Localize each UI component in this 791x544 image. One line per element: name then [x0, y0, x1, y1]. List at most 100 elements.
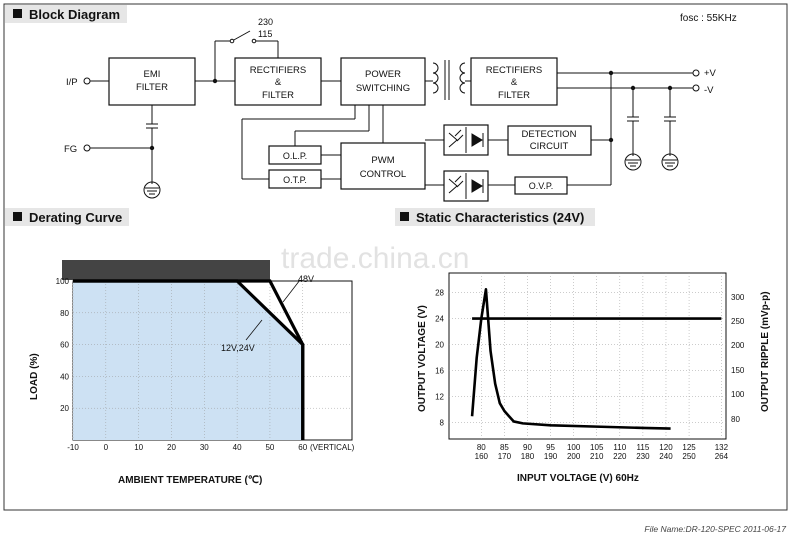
static-y-left-tick: 16 — [435, 367, 444, 376]
ip-label: I/P — [66, 77, 78, 88]
static-xlabel: INPUT VOLTAGE (V) 60Hz — [517, 473, 639, 484]
static-ylabel-right: OUTPUT RIPPLE (mVp-p) — [760, 291, 771, 412]
fosc-label: fosc : 55KHz — [680, 13, 737, 24]
ground-icon-out-2 — [661, 153, 679, 171]
derating-ylabel: LOAD (%) — [29, 353, 40, 400]
static-y-right-tick: 250 — [731, 317, 745, 326]
switch-230-label: 230 — [258, 17, 273, 27]
derating-vertical-note: (VERTICAL) — [310, 443, 355, 452]
static-y-right-tick: 80 — [731, 415, 740, 424]
static-x-tick-top: 105 — [590, 443, 604, 452]
static-x-tick-top: 120 — [659, 443, 673, 452]
static-x-tick-top: 80 — [477, 443, 486, 452]
fg-terminal — [83, 144, 91, 152]
derating-label-12v: 12V,24V — [221, 343, 255, 353]
olp-label: O.L.P. — [283, 151, 307, 161]
static-plot-frame — [448, 272, 727, 440]
switch-contact-2 — [251, 38, 257, 44]
detection-label-1: DETECTION — [522, 129, 577, 140]
derating-x-tick-label: 30 — [200, 443, 209, 452]
derating-dark-header-band — [62, 260, 270, 280]
derating-x-tick-label: -10 — [67, 443, 79, 452]
static-header-bg — [395, 208, 595, 226]
page-border — [3, 3, 788, 511]
static-x-tick-top: 132 — [715, 443, 729, 452]
power-switching-block — [340, 57, 426, 106]
static-x-tick-bottom: 200 — [567, 452, 581, 461]
pwm-control-block — [340, 142, 426, 190]
section-bullet-icon — [400, 212, 409, 221]
ground-icon-out-1 — [624, 153, 642, 171]
static-series-line — [470, 287, 671, 430]
rect2-label-1: RECTIFIERS — [486, 65, 542, 76]
block-diagram-title: Block Diagram — [29, 7, 120, 22]
static-section: Static Characteristics (24V) 80160851709… — [395, 208, 771, 484]
pos-terminal — [692, 69, 700, 77]
rectifiers-filter-block-2 — [470, 57, 558, 106]
transformer-icon — [432, 60, 466, 100]
detection-label-2: CIRCUIT — [530, 141, 569, 152]
static-x-tick-bottom: 240 — [659, 452, 673, 461]
derating-series-line — [73, 279, 305, 440]
section-bullet-icon — [13, 212, 22, 221]
static-x-tick-bottom: 170 — [498, 452, 512, 461]
footer-file-name: File Name:DR-120-SPEC 2011-06-17 — [644, 524, 786, 534]
static-y-left-tick: 20 — [435, 341, 444, 350]
ip-terminal — [83, 77, 91, 85]
power-label-1: POWER — [365, 69, 401, 80]
derating-leader-12v — [245, 319, 263, 341]
static-y-left-tick: 24 — [435, 315, 444, 324]
derating-xlabel: AMBIENT TEMPERATURE (℃) — [118, 475, 262, 486]
power-label-2: SWITCHING — [356, 83, 410, 94]
emi-label-2: FILTER — [136, 82, 168, 93]
static-x-tick-bottom: 220 — [613, 452, 627, 461]
derating-header-bg — [5, 208, 129, 226]
derating-x-tick-label: 60 — [298, 443, 307, 452]
static-y-right-tick: 100 — [731, 390, 745, 399]
static-x-tick-top: 85 — [500, 443, 509, 452]
static-x-tick-bottom: 180 — [521, 452, 535, 461]
block-diagram: Block Diagram fosc : 55KHz EMI FILTER RE… — [5, 5, 737, 202]
derating-x-tick-label: 40 — [233, 443, 242, 452]
static-x-tick-bottom: 264 — [715, 452, 729, 461]
pwm-label-1: PWM — [371, 155, 394, 166]
switch-115-label: 115 — [258, 29, 272, 39]
emi-label-1: EMI — [144, 69, 161, 80]
derating-x-tick-label: 0 — [104, 443, 109, 452]
rect2-label-2: & — [511, 77, 518, 88]
static-x-tick-top: 110 — [613, 443, 626, 452]
static-x-tick-top: 115 — [637, 443, 650, 452]
static-x-tick-bottom: 210 — [590, 452, 604, 461]
derating-label-48v: 48V — [298, 274, 314, 284]
fg-label: FG — [64, 144, 77, 155]
section-bullet-icon — [13, 9, 22, 18]
derating-y-tick-label: 20 — [60, 404, 69, 413]
output-pos-label: +V — [704, 68, 717, 79]
derating-leader-48v — [282, 279, 301, 303]
static-x-tick-bottom: 250 — [682, 452, 696, 461]
static-title: Static Characteristics (24V) — [416, 210, 584, 225]
static-x-tick-bottom: 230 — [636, 452, 650, 461]
static-x-tick-top: 90 — [523, 443, 532, 452]
block-diagram-header-bg — [5, 5, 127, 23]
static-y-left-tick: 28 — [435, 289, 444, 298]
static-x-tick-bottom: 160 — [475, 452, 489, 461]
derating-y-tick-label: 100 — [56, 277, 70, 286]
static-plot: 8016085170901809519010020010521011022011… — [435, 272, 745, 461]
static-ylabel-left: OUTPUT VOLTAGE (V) — [417, 305, 428, 412]
derating-x-tick-label: 20 — [167, 443, 176, 452]
derating-x-tick-label: 10 — [134, 443, 143, 452]
rect2-label-3: FILTER — [498, 90, 530, 101]
static-x-tick-top: 95 — [546, 443, 555, 452]
derating-y-tick-label: 60 — [60, 341, 69, 350]
static-x-tick-top: 100 — [567, 443, 581, 452]
derating-y-tick-label: 40 — [60, 372, 69, 381]
output-neg-label: -V — [704, 85, 714, 96]
rect1-label-1: RECTIFIERS — [250, 65, 306, 76]
rect1-label-2: & — [275, 77, 282, 88]
otp-label: O.T.P. — [283, 175, 307, 185]
switch-contact — [229, 38, 235, 44]
